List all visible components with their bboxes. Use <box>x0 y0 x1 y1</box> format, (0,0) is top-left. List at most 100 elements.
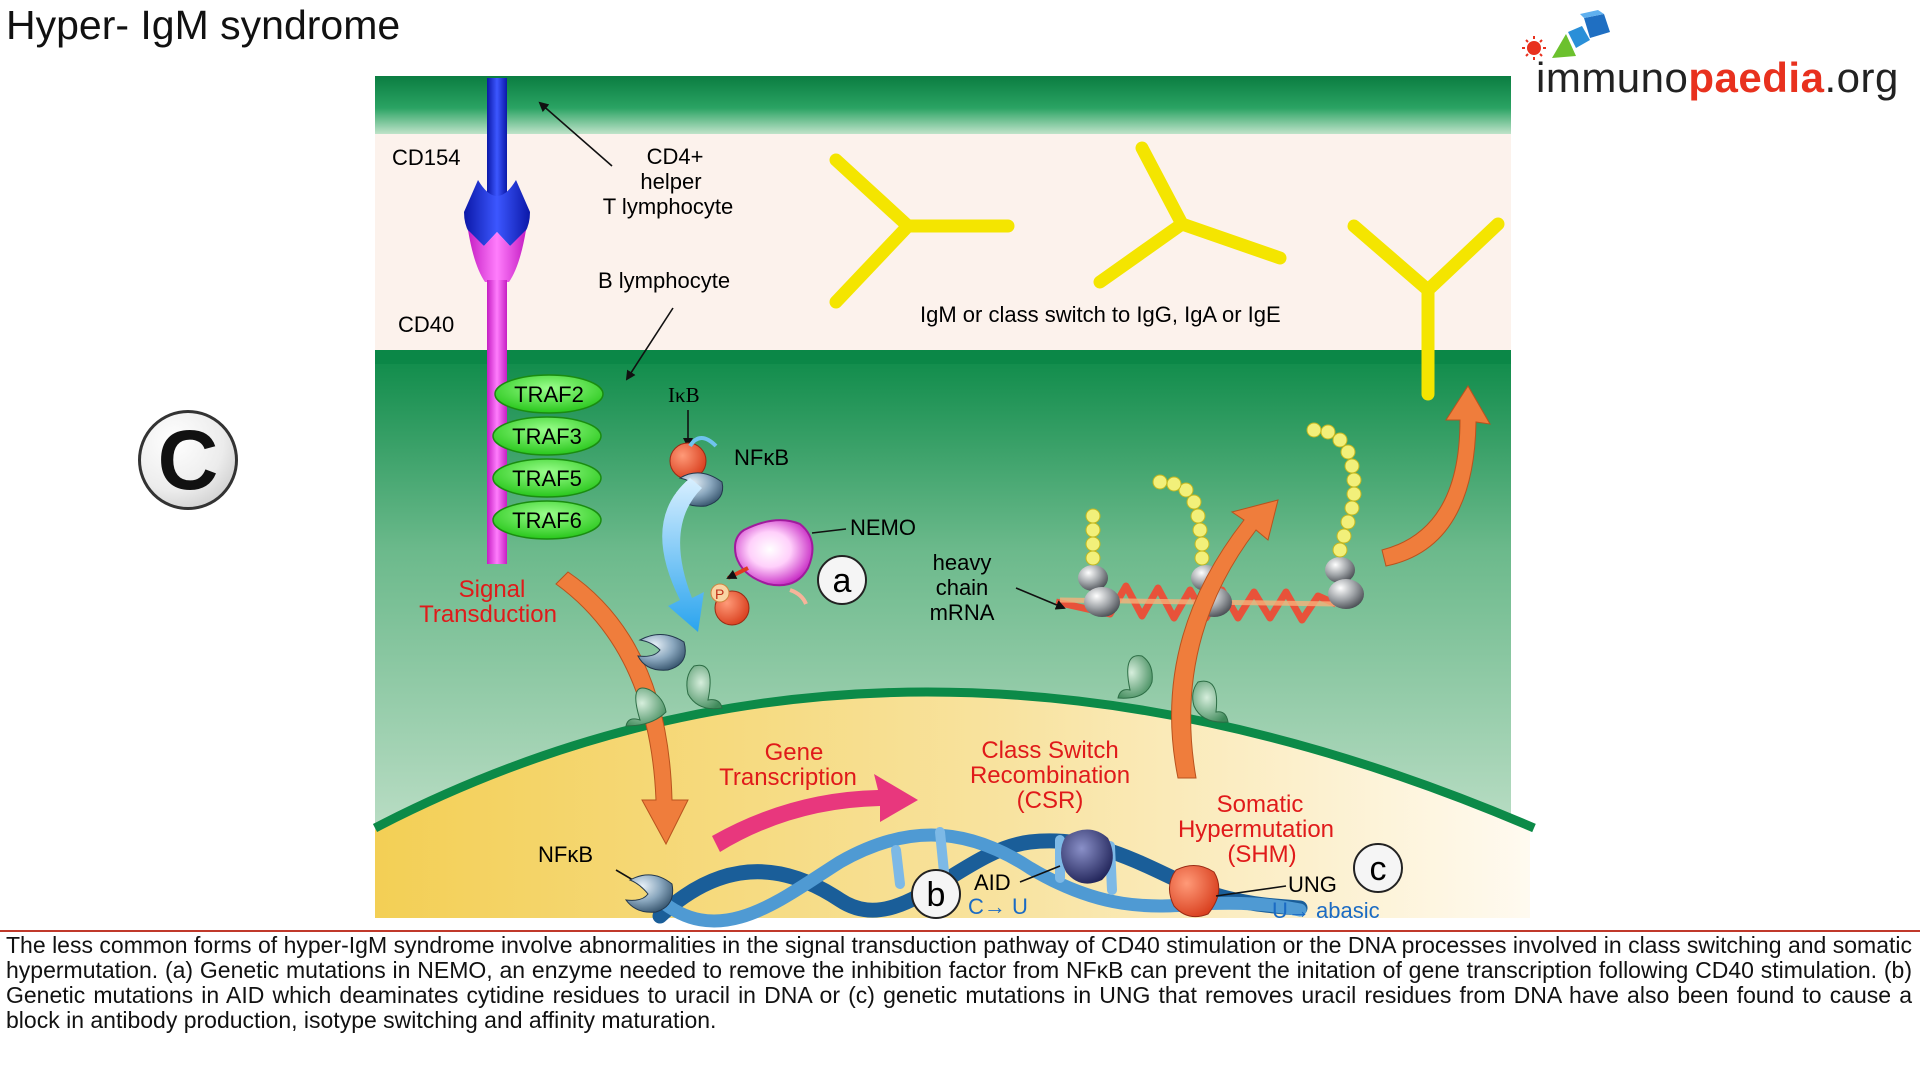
mutation-c-circle <box>1353 843 1403 893</box>
gene-transcription-arrow <box>712 774 918 852</box>
traf6-ellipse <box>492 500 602 540</box>
nascent-chain-1 <box>1085 508 1101 566</box>
aid-pointer <box>1019 865 1061 883</box>
logo-part-paedia: paedia <box>1688 54 1825 101</box>
antibody-1 <box>829 153 1015 309</box>
aid-protein <box>1061 829 1113 884</box>
cd154-stalk <box>487 78 507 202</box>
nemo-label: NEMO <box>850 515 916 540</box>
mutation-a-circle <box>817 555 867 605</box>
extracellular-space <box>375 134 1511 350</box>
antibody-group <box>829 141 1505 401</box>
heavy-label-line3: mRNA <box>930 600 995 625</box>
nfkb-bottom-label: NFκB <box>538 842 593 867</box>
csr-label-line1: Class Switch <box>981 737 1118 764</box>
csr-label-line3: (CSR) <box>1017 787 1084 814</box>
ung-protein <box>1169 865 1220 918</box>
cd4-label: CD4+ helper T lymphocyte <box>603 144 733 219</box>
mutation-b-circle <box>911 869 961 919</box>
gene-label-line1: Gene <box>765 739 824 766</box>
traf3-label: TRAF3 <box>512 424 582 449</box>
nemo-protein <box>734 519 814 587</box>
cd154-head <box>464 180 530 246</box>
shm-label: Somatic Hypermutation (SHM) <box>1178 791 1334 868</box>
shm-label-line1: Somatic <box>1217 791 1304 818</box>
heavy-label-line2: chain <box>936 575 989 600</box>
traf-group: TRAF2 TRAF3 TRAF5 TRAF6 <box>492 374 604 540</box>
ung-pointer <box>1215 885 1287 897</box>
cd4-label-line1: CD4+ <box>647 144 704 169</box>
mrna-export-arrow <box>1171 499 1279 779</box>
cd40-stalk <box>487 280 507 564</box>
logo-part-org: .org <box>1824 54 1899 101</box>
c-to-u-label: C→ U <box>968 894 1028 919</box>
traf5-ellipse <box>492 458 602 498</box>
aid-label: AID <box>974 870 1011 895</box>
nuclear-pore-right-2 <box>1192 680 1229 723</box>
ikb-label: IκB <box>668 383 700 407</box>
nuclear-envelope <box>372 687 1536 833</box>
b-lymphocyte-pointer <box>625 307 674 381</box>
hyper-igm-diagram: CD154 CD40 CD4+ helper T lymphocyte B ly… <box>372 76 1536 928</box>
traf2-label: TRAF2 <box>514 382 584 407</box>
caption-divider <box>0 930 1920 932</box>
nuclear-pore-left <box>625 687 667 727</box>
heavy-label-line1: heavy <box>933 550 992 575</box>
logo-part-immuno: immuno <box>1536 54 1689 101</box>
signal-label-line1: Signal <box>459 576 526 603</box>
traf3-ellipse <box>492 416 602 456</box>
cd4-label-line3: T lymphocyte <box>603 194 733 219</box>
logo-cubes-icon <box>1522 10 1610 60</box>
logo-wordmark: immunopaedia.org <box>1536 54 1899 102</box>
heavy-chain-label: heavy chain mRNA <box>930 550 995 625</box>
ikb-release-arrow <box>688 436 718 448</box>
traf5-label: TRAF5 <box>512 466 582 491</box>
cd154-label: CD154 <box>392 145 460 170</box>
cd40-label: CD40 <box>398 312 454 337</box>
nfkb-top-label: NFκB <box>734 445 789 470</box>
immunopaedia-logo: immunopaedia.org <box>1520 8 1916 104</box>
t-cell-membrane <box>375 76 1511 134</box>
nascent-chain-2 <box>1152 474 1210 566</box>
secretion-arrow <box>1381 385 1491 567</box>
nfkb-protein-pore <box>637 634 686 671</box>
nfkb-protein-dna <box>624 874 674 913</box>
signal-label-line2: Transduction <box>419 601 557 628</box>
shm-label-line2: Hypermutation <box>1178 816 1334 843</box>
mutation-a-label: a <box>833 562 852 600</box>
antibody-3 <box>1347 217 1505 401</box>
b-cell-membrane <box>375 350 1511 364</box>
phosphate-marker <box>710 583 730 603</box>
gene-label-line2: Transcription <box>719 764 857 791</box>
cd4-label-line2: helper <box>640 169 701 194</box>
csr-label: Class Switch Recombination (CSR) <box>970 737 1130 814</box>
csr-label-line2: Recombination <box>970 762 1130 789</box>
cd4-pointer <box>538 101 613 167</box>
nuclear-pore-left-2 <box>686 664 723 710</box>
ribosome-3 <box>1325 557 1364 609</box>
nascent-chain-3 <box>1306 422 1362 558</box>
u-abasic-label: U→ abasic <box>1272 898 1380 923</box>
b-lymphocyte-label: B lymphocyte <box>598 268 730 293</box>
signal-arrow <box>555 571 689 846</box>
antibody-2 <box>1093 141 1287 289</box>
figure-caption: The less common forms of hyper-IgM syndr… <box>6 932 1912 1033</box>
ribosome-1 <box>1078 565 1120 617</box>
mrna-pointer <box>1015 587 1066 610</box>
ikb-degradation-arrow <box>789 588 808 605</box>
ung-label: UNG <box>1288 872 1337 897</box>
phosphorylation-arrow <box>726 566 749 580</box>
cd40-head <box>468 230 526 282</box>
panel-label-c: C <box>138 410 238 510</box>
nfkb-translocation-arrow <box>662 478 704 632</box>
traf2-ellipse <box>494 374 604 414</box>
nuclear-pore-right <box>1117 655 1153 699</box>
shm-label-line3: (SHM) <box>1227 841 1296 868</box>
phosphate-label: P <box>715 586 724 602</box>
traf6-label: TRAF6 <box>512 508 582 533</box>
antibody-label: IgM or class switch to IgG, IgA or IgE <box>920 302 1281 327</box>
slide-title: Hyper- IgM syndrome <box>6 2 401 48</box>
mutation-b-label: b <box>927 876 946 914</box>
nemo-pointer <box>811 528 847 534</box>
mutation-c-label: c <box>1370 850 1387 888</box>
